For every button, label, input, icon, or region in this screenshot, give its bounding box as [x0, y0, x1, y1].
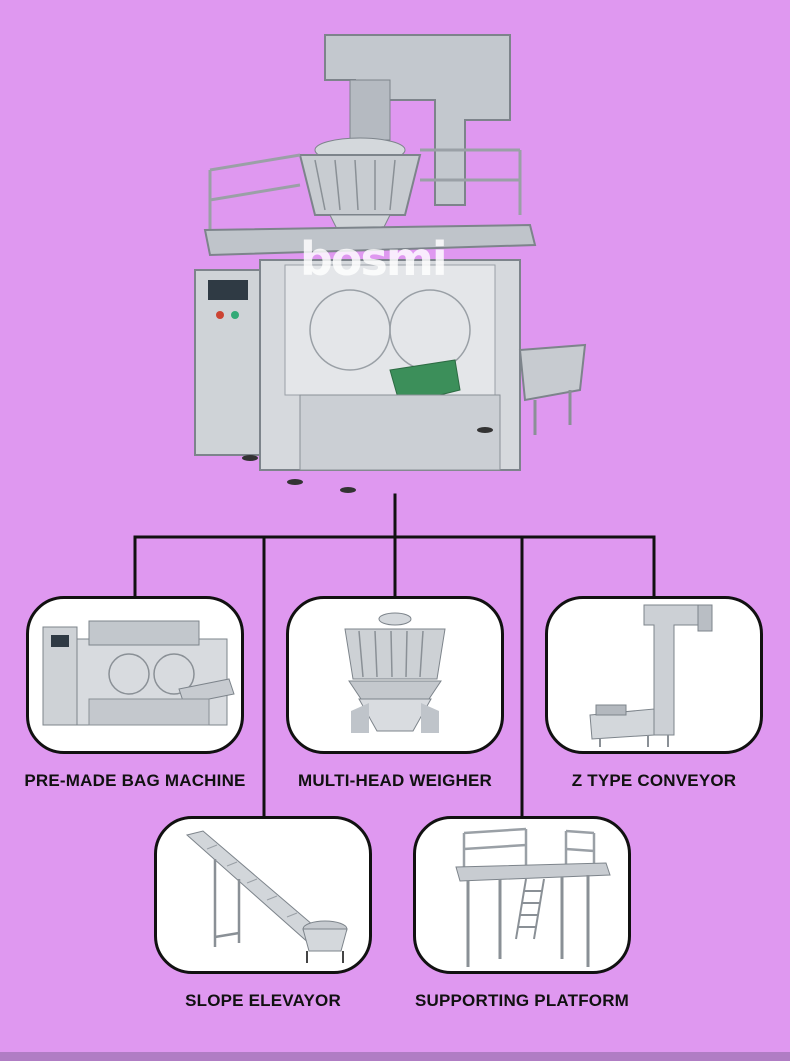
z-conveyor-image [589, 604, 713, 747]
label-slope-elevator: SLOPE ELEVAYOR [185, 991, 341, 1010]
label-z-type-conveyor: Z TYPE CONVEYOR [571, 771, 737, 790]
label-multi-head-weigher: MULTI-HEAD WEIGHER [297, 771, 493, 790]
label-supporting-platform: SUPPORTING PLATFORM [414, 991, 630, 1010]
brand-logo: bosmi [300, 232, 448, 286]
card-slope-elevator[interactable] [154, 816, 372, 974]
label-pre-made-bag-machine: PRE-MADE BAG MACHINE [24, 771, 246, 790]
slope-elevator-image [185, 830, 348, 963]
bottom-divider [0, 1052, 790, 1061]
platform-image [455, 827, 611, 967]
weigher-image [344, 612, 446, 733]
packaging-machine-illustration [194, 34, 587, 493]
card-pre-made-bag-machine[interactable] [26, 596, 244, 754]
card-z-type-conveyor[interactable] [545, 596, 763, 754]
bag-machine-image [42, 620, 235, 726]
card-multi-head-weigher[interactable] [286, 596, 504, 754]
card-supporting-platform[interactable] [413, 816, 631, 974]
